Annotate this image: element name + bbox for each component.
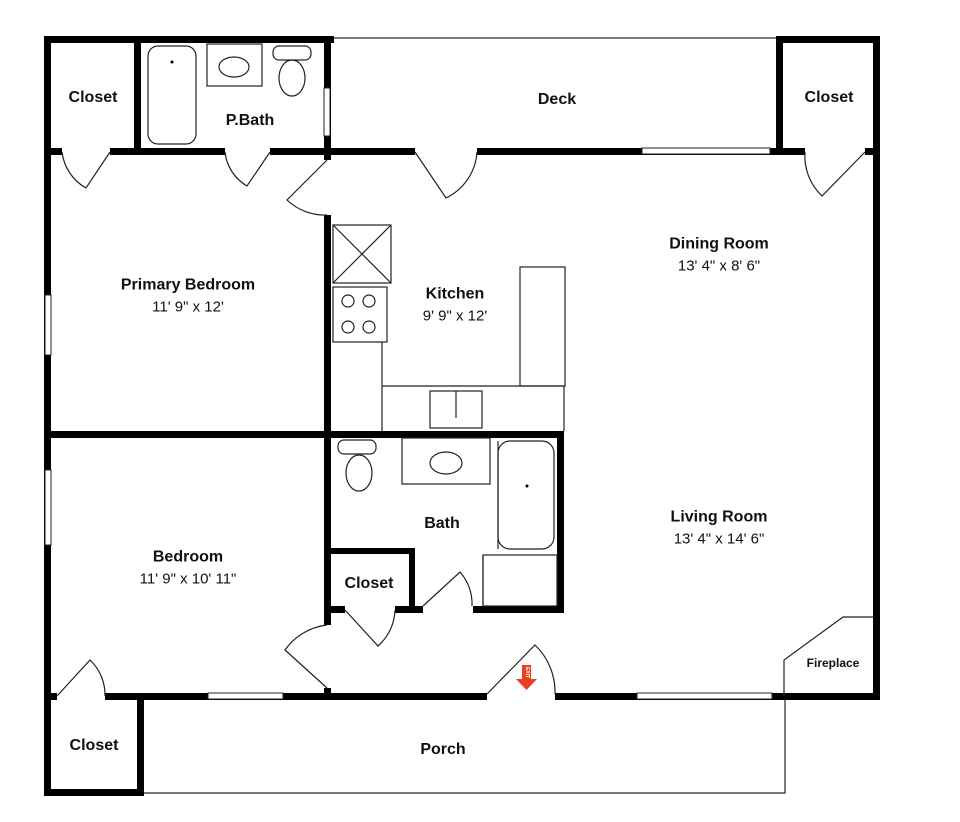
room-label-p-bath: P.Bath	[225, 112, 275, 129]
room-dimensions: 13' 4" x 14' 6"	[673, 530, 765, 548]
room-dimensions: 11' 9" x 12'	[152, 298, 224, 316]
room-label-closet: Closet	[69, 737, 119, 754]
room-label-deck: Deck	[537, 91, 577, 108]
room-label-fireplace: Fireplace	[806, 656, 860, 670]
linen-closet	[482, 554, 558, 607]
fireplace-outline	[783, 616, 873, 696]
room-label-closet: Closet	[68, 89, 118, 106]
exit-sign-text: EXIT	[524, 666, 530, 679]
doors	[56, 147, 866, 701]
room-kitchen: Kitchen 9' 9" x 12'	[423, 286, 487, 325]
room-label-bath: Bath	[424, 515, 460, 532]
room-dining-room: Dining Room 13' 4" x 8' 6"	[669, 236, 769, 275]
room-name: Dining Room	[669, 235, 769, 253]
room-name: Bedroom	[152, 548, 224, 566]
bath-sink-icon	[401, 437, 491, 485]
windows	[44, 87, 773, 700]
room-label-closet: Closet	[344, 575, 394, 592]
room-primary-bedroom: Primary Bedroom 11' 9" x 12'	[121, 277, 255, 316]
room-name: Primary Bedroom	[120, 276, 256, 294]
toilet-icon	[272, 45, 312, 61]
room-dimensions: 9' 9" x 12'	[422, 307, 488, 325]
counter-peninsula	[519, 266, 566, 387]
bathtub-icon	[147, 45, 197, 145]
room-living-room: Living Room 13' 4" x 14' 6"	[671, 509, 768, 548]
room-label-porch: Porch	[420, 741, 466, 758]
room-dimensions: 11' 9" x 10' 11"	[139, 570, 237, 588]
room-dimensions: 13' 4" x 8' 6"	[677, 257, 761, 275]
fixtures	[147, 43, 873, 696]
stove-icon	[332, 286, 388, 343]
room-name: Kitchen	[425, 285, 485, 303]
bath-tub-icon	[497, 440, 555, 550]
refrigerator-icon	[332, 224, 392, 284]
room-label-closet: Closet	[804, 89, 854, 106]
exit-arrow-icon	[516, 665, 537, 690]
room-bedroom: Bedroom 11' 9" x 10' 11"	[140, 549, 237, 588]
room-name: Living Room	[670, 508, 768, 526]
sink-icon	[206, 43, 263, 87]
bath-toilet-icon	[337, 439, 377, 455]
